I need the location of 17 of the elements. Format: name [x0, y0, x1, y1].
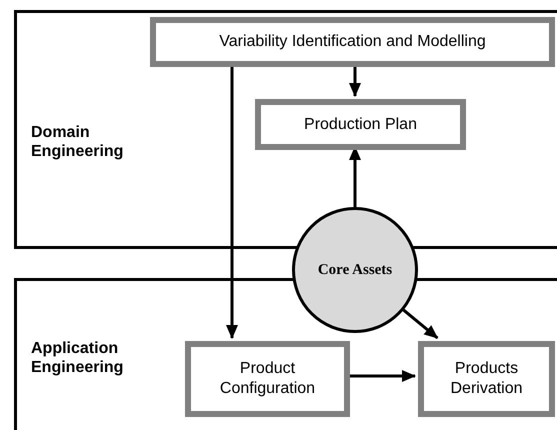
process-box: [255, 99, 466, 150]
node-text: Production Plan: [304, 114, 417, 134]
arrow: [347, 370, 416, 382]
process-box: [150, 17, 555, 67]
node-text: Products Derivation: [449, 359, 524, 399]
section-heading: Application Engineering: [31, 339, 124, 377]
section-panel: [14, 10, 557, 249]
section-heading: Domain Engineering: [31, 123, 124, 161]
section-panel: [14, 278, 557, 430]
arrow: [349, 64, 361, 97]
process-box: [418, 341, 555, 417]
arrow: [226, 64, 238, 339]
process-box: [185, 341, 350, 417]
node-text: Product Configuration: [218, 359, 316, 399]
arrow: [402, 308, 438, 340]
node-text: Variability Identification and Modelling: [219, 32, 486, 52]
node-text: Core Assets: [318, 260, 392, 280]
